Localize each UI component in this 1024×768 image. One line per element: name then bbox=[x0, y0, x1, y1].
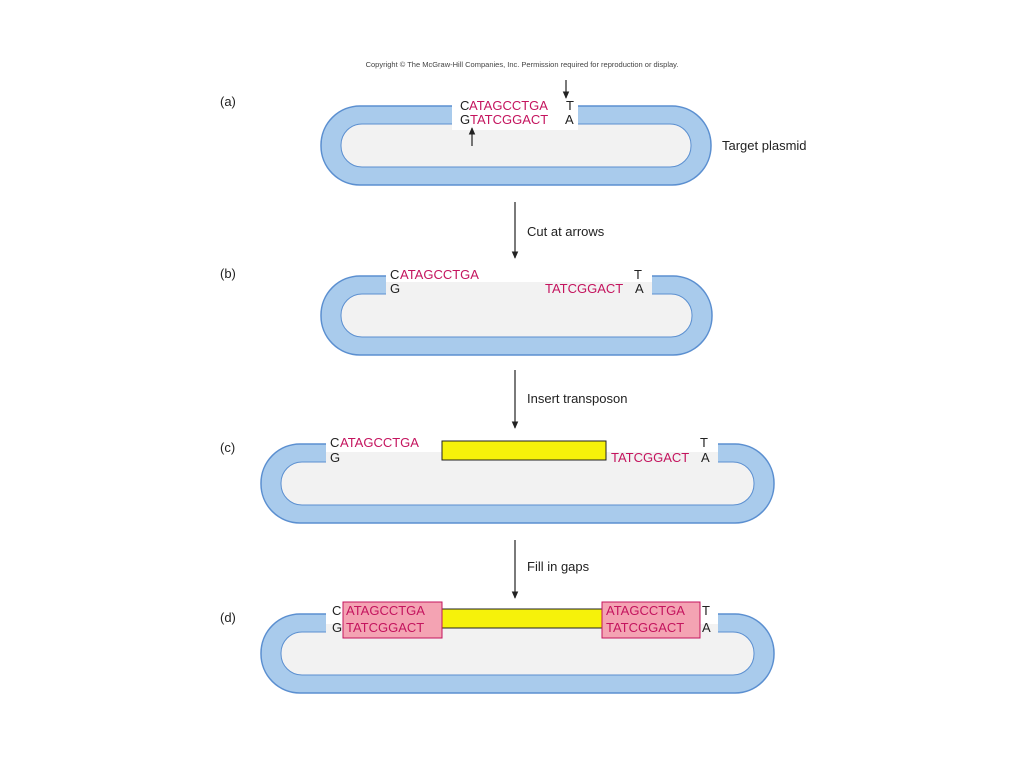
base-top-right-c: T bbox=[700, 435, 708, 450]
plasmid-interior-b bbox=[340, 293, 693, 338]
base-bot-right-b: A bbox=[635, 281, 644, 296]
seq-left-bot-d: TATCGGACT bbox=[346, 620, 424, 635]
transposon bbox=[441, 608, 605, 629]
base-top-left-a: C bbox=[460, 98, 469, 113]
seq-top-c: ATAGCCTGA bbox=[340, 435, 419, 450]
panel-a: (a) C ATAGCCTGA T G TATCGGACT A Target p… bbox=[220, 80, 807, 186]
step-label-insert: Insert transposon bbox=[527, 391, 627, 406]
base-bot-left-b: G bbox=[390, 281, 400, 296]
seq-right-top-d: ATAGCCTGA bbox=[606, 603, 685, 618]
base-top-left-d: C bbox=[332, 603, 341, 618]
base-bot-left-c: G bbox=[330, 450, 340, 465]
base-bot-right-c: A bbox=[701, 450, 710, 465]
base-top-right-d: T bbox=[702, 603, 710, 618]
step-label-fill: Fill in gaps bbox=[527, 559, 590, 574]
copyright-notice: Copyright © The McGraw-Hill Companies, I… bbox=[366, 60, 679, 69]
seq-bot-a: TATCGGACT bbox=[470, 112, 548, 127]
panel-c: (c) C ATAGCCTGA T G TATCGGACT A bbox=[220, 435, 775, 524]
base-bot-left-a: G bbox=[460, 112, 470, 127]
panel-label-a: (a) bbox=[220, 94, 236, 109]
step-cut: Cut at arrows bbox=[511, 202, 605, 259]
seq-right-bot-d: TATCGGACT bbox=[606, 620, 684, 635]
step-fill: Fill in gaps bbox=[511, 540, 590, 599]
panel-label-c: (c) bbox=[220, 440, 235, 455]
panel-b: (b) C ATAGCCTGA T G TATCGGACT A bbox=[220, 266, 713, 356]
base-top-right-b: T bbox=[634, 267, 642, 282]
cut-gap-interior-b bbox=[386, 282, 652, 298]
transposon bbox=[441, 440, 607, 461]
seq-bot-c: TATCGGACT bbox=[611, 450, 689, 465]
step-insert: Insert transposon bbox=[511, 370, 627, 429]
step-label-cut: Cut at arrows bbox=[527, 224, 605, 239]
base-bot-right-d: A bbox=[702, 620, 711, 635]
seq-top-a: ATAGCCTGA bbox=[469, 98, 548, 113]
seq-top-b: ATAGCCTGA bbox=[400, 267, 479, 282]
duplicated-target-left bbox=[342, 601, 443, 639]
plasmid-interior-c bbox=[280, 461, 755, 506]
base-bot-right-a: A bbox=[565, 112, 574, 127]
panel-d: (d) C ATAGCCTGA G TATCGGACT ATAGCCTGA TA… bbox=[220, 600, 775, 694]
plasmid-interior-a bbox=[340, 123, 692, 168]
duplicated-target-right bbox=[601, 601, 701, 639]
seq-bot-b: TATCGGACT bbox=[545, 281, 623, 296]
target-plasmid-label: Target plasmid bbox=[722, 138, 807, 153]
panel-label-d: (d) bbox=[220, 610, 236, 625]
base-top-left-b: C bbox=[390, 267, 399, 282]
seq-left-top-d: ATAGCCTGA bbox=[346, 603, 425, 618]
target-site-gap-a bbox=[452, 100, 578, 130]
base-top-right-a: T bbox=[566, 98, 574, 113]
base-bot-left-d: G bbox=[332, 620, 342, 635]
panel-label-b: (b) bbox=[220, 266, 236, 281]
base-top-left-c: C bbox=[330, 435, 339, 450]
